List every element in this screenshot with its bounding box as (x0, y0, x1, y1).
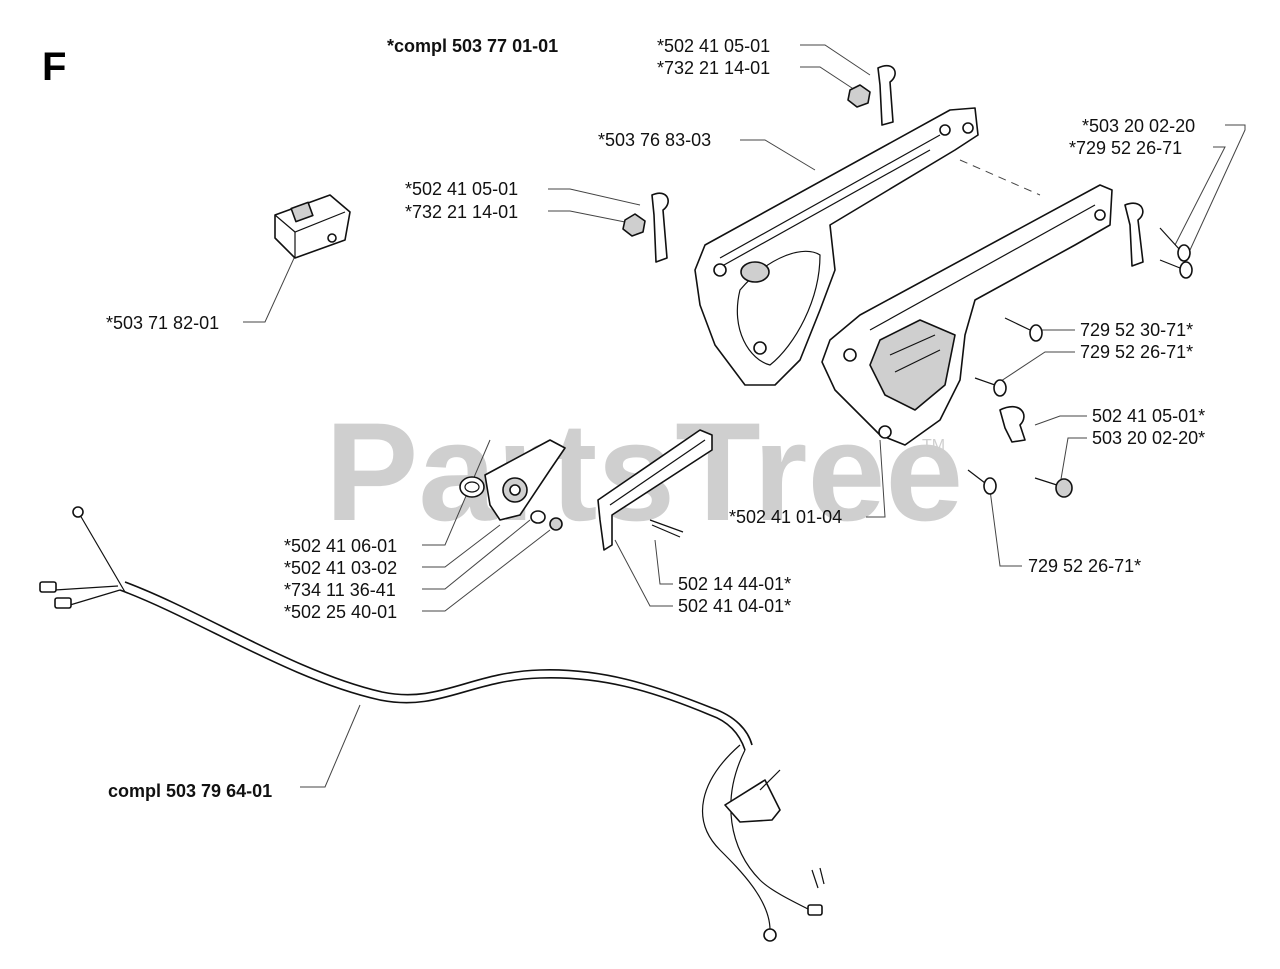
screw-part[interactable] (1004, 317, 1043, 342)
callout-label[interactable]: *732 21 14-01 (657, 58, 770, 78)
callout-label[interactable]: *502 41 03-02 (284, 558, 397, 578)
callout-label[interactable]: 502 41 04-01* (678, 596, 791, 616)
spring-part[interactable] (649, 519, 684, 538)
callout-label[interactable]: 729 52 26-71* (1028, 556, 1141, 576)
washer-part[interactable] (530, 510, 546, 524)
throttle-lever[interactable] (484, 439, 566, 521)
clip-part[interactable] (651, 192, 669, 263)
screw-part[interactable] (967, 469, 997, 495)
nut-part[interactable] (622, 213, 646, 237)
callout-label[interactable]: *503 20 02-20 (1082, 116, 1195, 136)
callout-label[interactable]: *503 71 82-01 (106, 313, 219, 333)
callout-label[interactable]: *734 11 36-41 (284, 580, 396, 600)
handle-bracket-front[interactable] (821, 184, 1113, 446)
screw-part[interactable] (1159, 259, 1193, 279)
leader-lines (243, 44, 1246, 788)
wiring-harness[interactable] (39, 506, 825, 942)
callout-label[interactable]: 502 14 44-01* (678, 574, 791, 594)
screw-part[interactable] (549, 517, 563, 531)
callout-label[interactable]: *729 52 26-71 (1069, 138, 1182, 158)
callout-label[interactable]: *732 21 14-01 (405, 202, 518, 222)
stop-switch[interactable] (274, 194, 351, 259)
assembly-label-harness[interactable]: compl 503 79 64-01 (108, 781, 272, 801)
screw-part[interactable] (1159, 227, 1191, 262)
watermark-tm: TM (922, 437, 945, 454)
callout-label[interactable]: *502 41 01-04 (729, 507, 842, 527)
clip-part[interactable] (877, 65, 896, 126)
throttle-trigger[interactable] (597, 429, 713, 551)
alignment-line (959, 159, 1041, 196)
screw-part[interactable] (1034, 477, 1073, 498)
clip-part[interactable] (999, 405, 1026, 443)
clip-part[interactable] (1124, 202, 1144, 267)
assembly-label-handle[interactable]: *compl 503 77 01-01 (387, 36, 558, 56)
callout-label[interactable]: *502 25 40-01 (284, 602, 397, 622)
handle-bracket-rear[interactable] (694, 107, 979, 386)
section-letter: F (42, 45, 66, 89)
callout-label[interactable]: 503 20 02-20* (1092, 428, 1205, 448)
callout-label[interactable]: 729 52 30-71* (1080, 320, 1193, 340)
callout-label[interactable]: *503 76 83-03 (598, 130, 711, 150)
screw-part[interactable] (974, 377, 1007, 397)
callout-label[interactable]: *502 41 06-01 (284, 536, 397, 556)
callout-label[interactable]: *502 41 05-01 (657, 36, 770, 56)
callout-label[interactable]: 502 41 05-01* (1092, 406, 1205, 426)
callout-label[interactable]: *502 41 05-01 (405, 179, 518, 199)
nut-part[interactable] (847, 84, 871, 108)
callout-label[interactable]: 729 52 26-71* (1080, 342, 1193, 362)
return-spring[interactable] (459, 476, 485, 498)
